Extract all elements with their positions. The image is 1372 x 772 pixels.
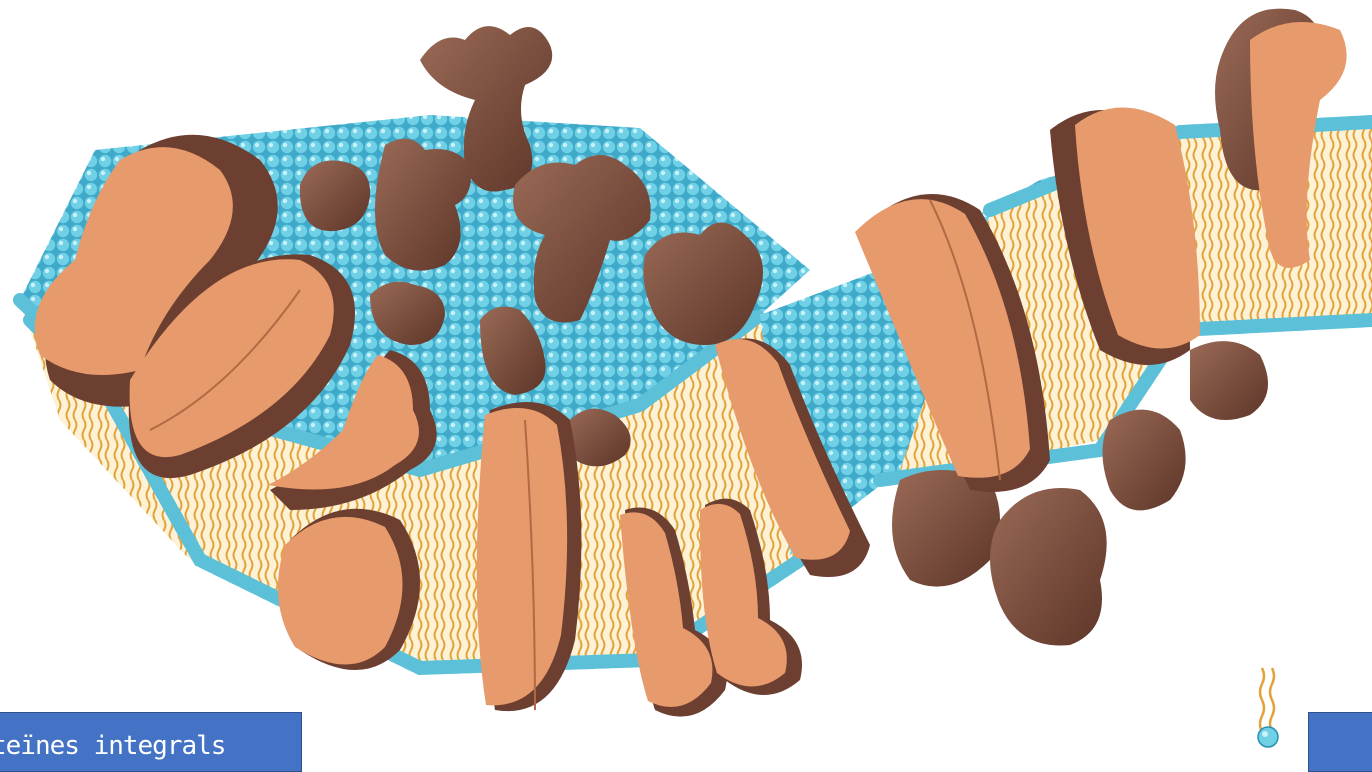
protein-right-under-4 (1190, 341, 1268, 420)
integral-proteins-label-text: teïnes integrals (0, 731, 225, 761)
integral-proteins-label: teïnes integrals (0, 712, 302, 772)
protein-right-under-2 (990, 488, 1107, 646)
integral-protein-5 (477, 402, 582, 711)
protein-right-under-3 (1103, 410, 1186, 511)
integral-protein-4 (278, 509, 420, 670)
right-label-box (1308, 712, 1372, 772)
phospholipid-key-icon (1258, 668, 1278, 747)
